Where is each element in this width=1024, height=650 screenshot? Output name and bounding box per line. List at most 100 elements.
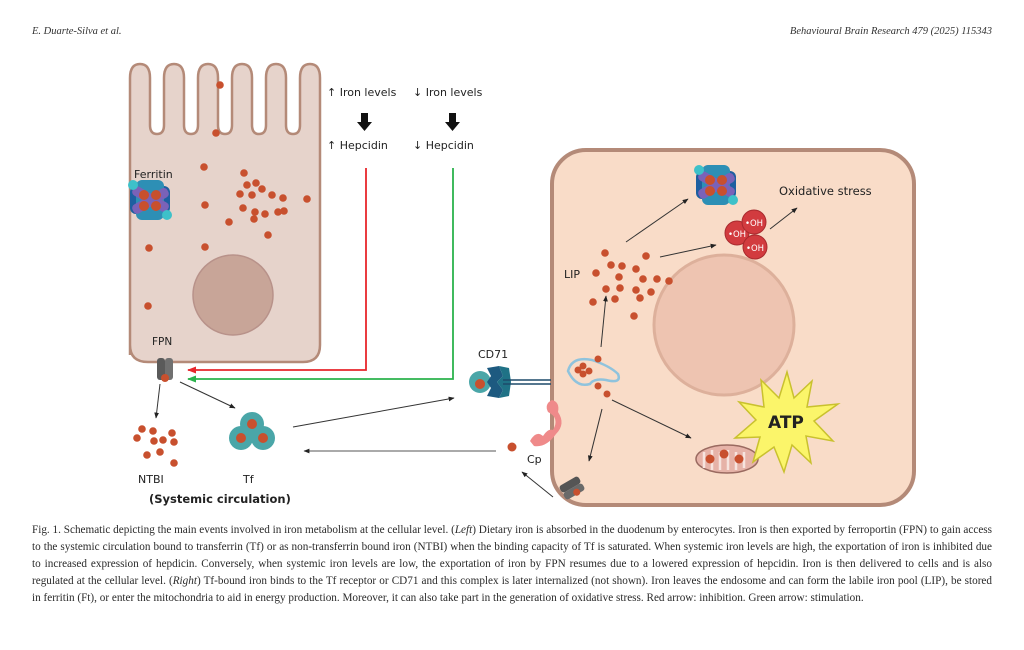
iron-particle xyxy=(630,312,638,320)
ferroportin-export-icon xyxy=(559,476,585,500)
hydroxyl-radicals-icon: •OH •OH •OH xyxy=(724,209,768,260)
iron-particle xyxy=(143,451,151,459)
iron-particle xyxy=(240,169,248,177)
iron-particle xyxy=(201,201,209,209)
iron-particle xyxy=(170,438,178,446)
iron-particle xyxy=(616,284,624,292)
iron-particle xyxy=(261,210,269,218)
iron-particle xyxy=(264,231,272,239)
iron-particle xyxy=(133,434,141,442)
iron-particle xyxy=(243,181,251,189)
iron-particle xyxy=(601,249,609,257)
iron-particle xyxy=(268,191,276,199)
iron-particle xyxy=(225,218,233,226)
figure-caption: Fig. 1. Schematic depicting the main eve… xyxy=(32,522,992,607)
ferroportin-icon xyxy=(157,358,173,382)
iron-particle xyxy=(280,207,288,215)
iron-particle xyxy=(150,437,158,445)
iron-particle xyxy=(615,273,623,281)
label-systemic-circulation: (Systemic circulation) xyxy=(149,492,291,506)
target-cell-nucleus xyxy=(652,253,796,397)
label-oh: •OH xyxy=(745,219,763,229)
iron-particle xyxy=(252,179,260,187)
iron-particle xyxy=(607,261,615,269)
iron-particle xyxy=(611,295,619,303)
down-arrow-icon xyxy=(357,113,372,131)
ceruloplasmin-icon xyxy=(507,400,562,452)
running-head-authors: E. Duarte-Silva et al. xyxy=(32,26,122,37)
caption-text: Schematic depicting the main events invo… xyxy=(63,524,455,536)
mitochondrion-icon xyxy=(695,444,759,474)
label-lip: LIP xyxy=(564,268,580,281)
label-ferritin: Ferritin xyxy=(134,168,173,181)
iron-particle xyxy=(168,429,176,437)
iron-particle xyxy=(250,215,258,223)
iron-particle xyxy=(212,129,220,137)
iron-particle xyxy=(144,302,152,310)
iron-particle xyxy=(236,190,244,198)
iron-particle xyxy=(159,436,167,444)
iron-particle xyxy=(138,425,146,433)
iron-particle xyxy=(279,194,287,202)
iron-particle xyxy=(201,243,209,251)
iron-particle xyxy=(200,163,208,171)
iron-particle xyxy=(239,204,247,212)
inhibition-arrow xyxy=(187,168,367,374)
target-cell xyxy=(550,148,916,507)
caption-right: Right xyxy=(172,575,197,587)
ferritin-store-icon xyxy=(694,165,738,205)
ferritin-icon xyxy=(128,180,172,220)
iron-particle xyxy=(592,269,600,277)
endosome-icon xyxy=(566,355,620,398)
label-low-hepcidin: ↓ Hepcidin xyxy=(413,139,474,152)
transferrin-icon xyxy=(229,412,275,450)
iron-particle xyxy=(602,285,610,293)
label-cd71: CD71 xyxy=(478,348,508,361)
iron-particle xyxy=(632,286,640,294)
lip-iron-particles xyxy=(589,249,673,320)
iron-particle xyxy=(216,81,224,89)
iron-particle xyxy=(251,208,259,216)
enterocyte-iron-particles xyxy=(144,81,311,310)
label-cp: Cp xyxy=(527,453,542,466)
down-arrow-icon xyxy=(445,113,460,131)
iron-particle xyxy=(653,275,661,283)
iron-particle xyxy=(149,427,157,435)
running-head-journal: Behavioural Brain Research 479 (2025) 11… xyxy=(789,26,992,37)
label-high-hepcidin: ↑ Hepcidin xyxy=(327,139,388,152)
label-fpn: FPN xyxy=(152,336,172,348)
iron-particle xyxy=(647,288,655,296)
iron-particle xyxy=(618,262,626,270)
label-oh: •OH xyxy=(728,230,746,240)
iron-particle xyxy=(639,275,647,283)
iron-particle xyxy=(258,185,266,193)
label-low-iron: ↓ Iron levels xyxy=(413,86,483,99)
caption-left: Left xyxy=(454,524,473,536)
iron-particle xyxy=(248,191,256,199)
label-atp: ATP xyxy=(768,413,804,433)
iron-particle xyxy=(589,298,597,306)
iron-particle xyxy=(170,459,178,467)
iron-particle xyxy=(636,294,644,302)
atp-burst-icon xyxy=(732,369,841,475)
cd71-receptor-icon xyxy=(469,366,551,398)
label-ntbi: NTBI xyxy=(138,473,164,486)
label-high-iron: ↑ Iron levels xyxy=(327,86,397,99)
caption-text: ) Tf-bound iron binds to the Tf receptor… xyxy=(32,575,992,604)
iron-particle xyxy=(642,252,650,260)
label-oh: •OH xyxy=(746,244,764,254)
iron-particle xyxy=(303,195,311,203)
caption-text: ) Dietary iron is absorbed in the duoden… xyxy=(32,524,993,587)
label-oxidative-stress: Oxidative stress xyxy=(779,184,872,198)
iron-particle xyxy=(274,208,282,216)
iron-particle xyxy=(632,265,640,273)
figure-label: Fig. 1. xyxy=(32,524,61,536)
iron-particle xyxy=(665,277,673,285)
stimulation-arrow xyxy=(187,168,454,383)
ntbi-iron-particles xyxy=(133,425,178,467)
iron-metabolism-figure: Ferritin FPN ↑ Iron levels ↓ Iron levels… xyxy=(128,62,916,507)
label-tf: Tf xyxy=(242,473,255,486)
enterocyte-nucleus xyxy=(192,254,274,336)
iron-particle xyxy=(145,244,153,252)
enterocyte-cell xyxy=(128,62,322,364)
